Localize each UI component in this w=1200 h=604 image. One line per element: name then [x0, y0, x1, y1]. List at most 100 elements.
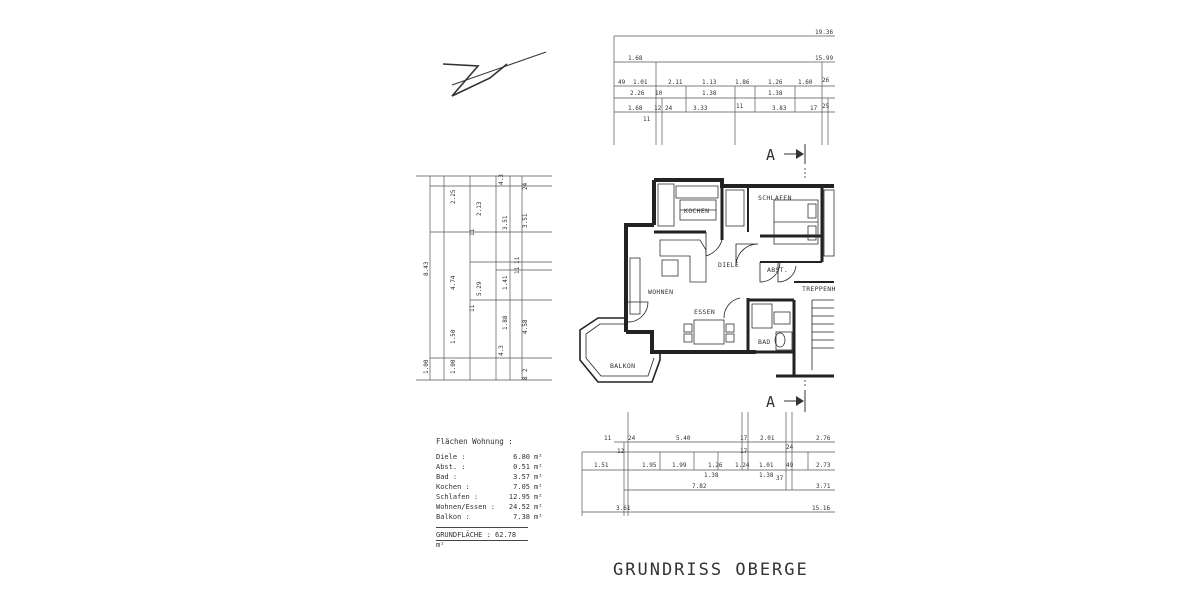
north-arrow-icon	[442, 51, 547, 97]
left-dim-label: 11	[469, 228, 476, 236]
top-dim-label: 11	[736, 103, 744, 110]
floor-plan-walls	[579, 178, 834, 383]
top-dim-label: 11	[643, 116, 651, 123]
bottom-dim-label: 1.95	[642, 462, 657, 469]
left-dim-label: 11	[514, 256, 521, 264]
top-dim-label: 19.36	[815, 29, 833, 36]
top-dim-label: 1.60	[798, 79, 813, 86]
area-total-unit: m²	[436, 541, 445, 549]
left-dim-label: 2	[522, 368, 529, 372]
bottom-dim-label: 1.26	[708, 462, 723, 469]
plan-title: GRUNDRISS OBERGE	[613, 560, 809, 580]
area-name: Diele :	[436, 453, 466, 461]
area-unit: m²	[534, 513, 543, 521]
bottom-dim-label: 3.71	[816, 483, 831, 490]
top-dimension-lines	[613, 35, 835, 145]
area-value: 6.80	[513, 453, 530, 461]
area-row: Bad : 3.57 m²	[436, 472, 566, 482]
area-name: Schlafen :	[436, 493, 479, 501]
bottom-dim-label: 3.61	[616, 505, 631, 512]
area-value: 24.52	[508, 503, 530, 511]
left-dim-label: 2.25	[450, 189, 457, 204]
area-row: Balkon : 7.38 m²	[436, 512, 566, 522]
bottom-dim-label: 2.73	[816, 462, 831, 469]
furniture	[629, 183, 835, 351]
area-row: Kochen : 7.05 m²	[436, 482, 566, 492]
left-dim-label: 8.43	[423, 261, 430, 276]
area-name: Bad :	[436, 473, 458, 481]
bottom-dim-label: 11	[604, 435, 612, 442]
area-unit: m²	[534, 483, 543, 491]
area-unit: m²	[534, 453, 543, 461]
left-dim-label: 24	[522, 182, 529, 190]
area-row: Abst. : 0.51 m²	[436, 462, 566, 472]
left-dim-label: 1.41	[502, 275, 509, 290]
section-marker-top: A	[766, 144, 806, 178]
top-dim-label: 3.33	[693, 105, 708, 112]
left-dimension-lines	[416, 175, 552, 381]
area-unit: m²	[534, 463, 543, 471]
top-dim-label: 17	[810, 105, 818, 112]
area-row: Wohnen/Essen : 24.52 m²	[436, 502, 566, 512]
top-dimension-labels: 19.36 1.68 15.99 49 1.01 2.11 1.13 1.86 …	[618, 29, 833, 123]
room-label-balkon: BALKON	[610, 362, 635, 370]
bottom-dim-label: 37	[776, 475, 784, 482]
left-dim-label: 4.3	[498, 174, 505, 185]
room-label-wohnen: WOHNEN	[648, 288, 673, 296]
bottom-dim-label: 12	[617, 448, 625, 455]
area-total-label: GRUNDFLÄCHE :	[436, 531, 491, 539]
top-dim-label: 1.86	[735, 79, 750, 86]
left-dim-label: 8	[522, 376, 529, 380]
top-dim-label: 10	[655, 90, 663, 97]
top-dim-label: 24	[665, 105, 673, 112]
area-name: Abst. :	[436, 463, 466, 471]
area-unit: m²	[534, 493, 543, 501]
bottom-dimension-lines	[581, 412, 835, 516]
top-dim-label: 15.99	[815, 55, 833, 62]
section-marker-bottom: A	[766, 380, 806, 412]
top-dim-label: 1.13	[702, 79, 717, 86]
left-dim-label: 11	[514, 266, 521, 274]
bottom-dim-label: 7.82	[692, 483, 707, 490]
bottom-dim-label: 5.40	[676, 435, 691, 442]
bottom-dim-label: 24	[628, 435, 636, 442]
top-dim-label: 3.83	[772, 105, 787, 112]
top-dim-label: 1.01	[633, 79, 648, 86]
area-total-value: 62.78	[495, 531, 517, 539]
area-total-row: GRUNDFLÄCHE : 62.78 m²	[436, 527, 528, 549]
area-table: Flächen Wohnung : Diele : 6.80 m² Abst. …	[436, 437, 566, 549]
area-name: Wohnen/Essen :	[436, 503, 496, 511]
area-unit: m²	[534, 473, 543, 481]
bottom-dim-label: 1.51	[594, 462, 609, 469]
left-dim-label: 3.51	[502, 215, 509, 230]
left-dim-label: 4.58	[522, 319, 529, 334]
room-label-essen: ESSEN	[694, 308, 715, 316]
area-value: 7.38	[513, 513, 530, 521]
top-dim-label: 1.68	[628, 55, 643, 62]
left-dim-label: 4.74	[450, 275, 457, 290]
area-name: Kochen :	[436, 483, 470, 491]
top-dim-label: 49	[618, 79, 626, 86]
left-dim-label: 1.00	[423, 359, 430, 374]
left-dimension-labels: 8.43 1.00 2.25 4.74 1.50 1.00 2.13 5.29 …	[423, 174, 529, 380]
bottom-dim-label: 49	[786, 462, 794, 469]
bottom-dim-label: 1.01	[759, 462, 774, 469]
area-unit: m²	[534, 503, 543, 511]
room-label-treppenh: TREPPENH	[802, 285, 836, 293]
room-label-bad: BAD	[758, 338, 771, 346]
bottom-dim-label: 1.24	[735, 462, 750, 469]
top-dim-label: 1.38	[702, 90, 717, 97]
top-dim-label: 25	[822, 103, 830, 110]
area-value: 12.95	[508, 493, 530, 501]
bottom-dim-label: 1.38	[759, 472, 774, 479]
bottom-dim-label: 1.99	[672, 462, 687, 469]
left-dim-label: 2.13	[476, 201, 483, 216]
left-dim-label: 1.50	[450, 329, 457, 344]
top-dim-label: 2.11	[668, 79, 683, 86]
left-dim-label: 11	[469, 304, 476, 312]
section-marker-label: A	[766, 393, 775, 411]
top-dim-label: 1.26	[768, 79, 783, 86]
room-labels: KOCHEN SCHLAFEN DIELE ABST. TREPPENH WOH…	[610, 194, 836, 370]
